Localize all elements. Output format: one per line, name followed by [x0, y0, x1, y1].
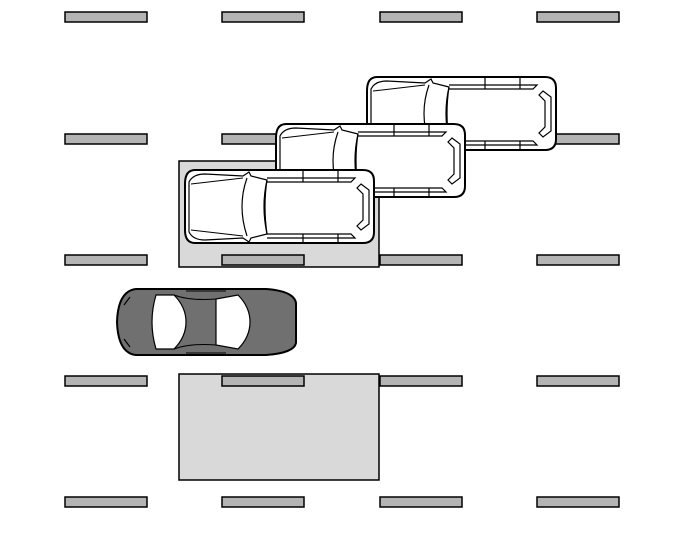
lane-dash	[536, 254, 620, 266]
lane-dash	[536, 11, 620, 23]
lane-dash	[221, 11, 305, 23]
lane-dash	[379, 375, 463, 387]
lane-dash	[221, 375, 305, 387]
lane-dash	[64, 11, 148, 23]
lane-dash	[379, 496, 463, 508]
lane-dash	[221, 496, 305, 508]
lane-dash	[64, 254, 148, 266]
target-region-lower	[178, 373, 380, 481]
lane-dash	[379, 254, 463, 266]
lane-dash	[221, 254, 305, 266]
own-vehicle	[116, 288, 297, 356]
lane-dash	[64, 133, 148, 145]
lane-dash	[64, 375, 148, 387]
other-vehicle-front	[184, 169, 375, 244]
lane-dash	[536, 375, 620, 387]
lane-dash	[536, 496, 620, 508]
lane-dash	[64, 496, 148, 508]
lane-markings	[64, 11, 620, 508]
lane-dash	[379, 11, 463, 23]
